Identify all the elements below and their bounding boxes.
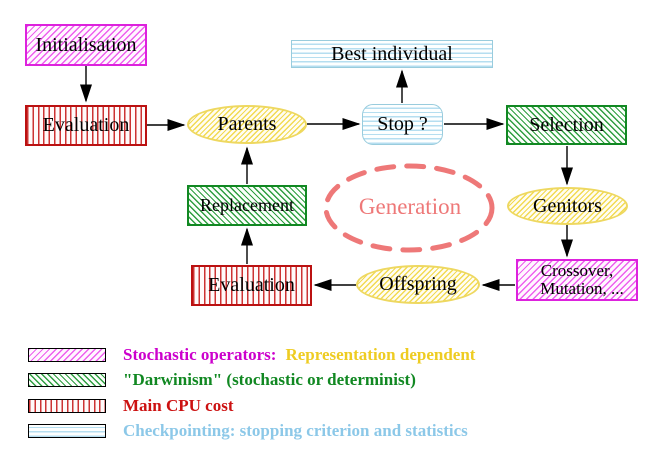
node-crossover-mutation-label: Crossover, Mutation, ...	[530, 262, 624, 298]
node-parents-label: Parents	[217, 113, 277, 135]
legend-label-main-cpu-cost: Main CPU cost	[123, 396, 234, 415]
legend-label-representation-dependent: Representation dependent	[285, 345, 476, 364]
node-initialisation: Initialisation	[25, 24, 147, 66]
crossover-line2: Mutation, ...	[540, 279, 624, 298]
node-selection-label: Selection	[529, 113, 604, 136]
legend-swatch-red-stripes	[28, 399, 106, 413]
node-replacement-label: Replacement	[200, 195, 294, 216]
generation-label: Generation	[358, 194, 462, 219]
crossover-line1: Crossover,	[540, 261, 614, 281]
node-best-individual: Best individual	[291, 40, 493, 68]
legend-row-checkpointing: Checkpointing: stopping criterion and st…	[28, 421, 468, 440]
legend-label-stochastic-operators: Stochastic operators:	[123, 345, 277, 364]
legend-label-checkpointing: Checkpointing: stopping criterion and st…	[123, 421, 468, 440]
legend-swatch-green-hatch	[28, 373, 106, 387]
legend-swatch-cyan-stripes	[28, 424, 106, 438]
node-initialisation-label: Initialisation	[35, 33, 137, 56]
node-parents: Parents	[187, 105, 307, 144]
node-crossover-mutation: Crossover, Mutation, ...	[516, 259, 638, 301]
node-genitors: Genitors	[507, 187, 628, 225]
node-evaluation-bottom: Evaluation	[191, 265, 312, 306]
legend-row-stochastic-operators: Stochastic operators: Representation dep…	[28, 345, 476, 364]
node-offspring: Offspring	[356, 265, 480, 304]
node-stop-label: Stop ?	[377, 113, 428, 135]
legend-swatch-magenta-hatch	[28, 348, 106, 362]
node-best-individual-label: Best individual	[331, 42, 453, 65]
node-evaluation-top: Evaluation	[25, 105, 147, 146]
node-selection: Selection	[506, 105, 627, 145]
node-stop: Stop ?	[362, 104, 443, 145]
legend-row-main-cpu-cost: Main CPU cost	[28, 396, 234, 415]
legend-label-darwinism: "Darwinism" (stochastic or determinist)	[123, 370, 416, 389]
node-offspring-label: Offspring	[379, 273, 457, 295]
node-genitors-label: Genitors	[533, 194, 602, 217]
node-evaluation-top-label: Evaluation	[42, 114, 130, 136]
node-replacement: Replacement	[187, 185, 307, 226]
legend-row-darwinism: "Darwinism" (stochastic or determinist)	[28, 370, 416, 389]
node-evaluation-bottom-label: Evaluation	[208, 274, 295, 296]
